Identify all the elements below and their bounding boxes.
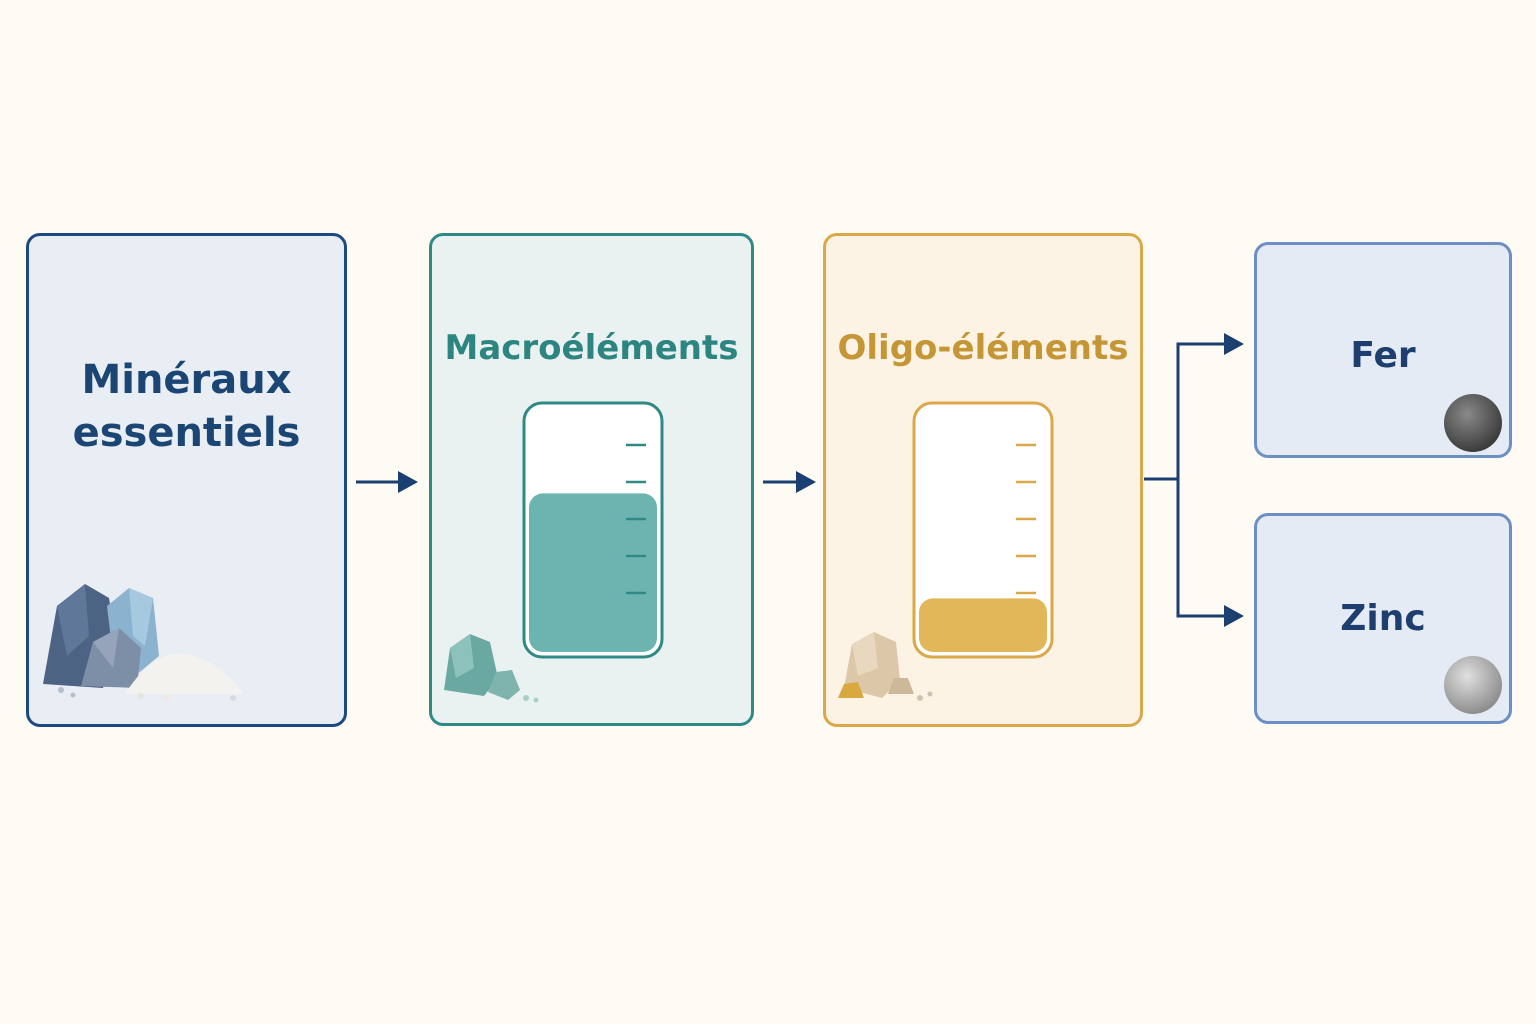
- zinc-sphere-icon: [1444, 656, 1502, 714]
- node-fer: Fer: [1254, 242, 1512, 458]
- connector-oligo-branch: [1176, 479, 1226, 618]
- node-title: Minéraux essentiels: [72, 357, 301, 456]
- teal-rocks-icon: [444, 634, 539, 703]
- beaker-fill: [529, 493, 657, 652]
- beaker-fill: [919, 598, 1047, 652]
- node-zinc: Zinc: [1254, 513, 1512, 724]
- arrowhead: [1224, 333, 1244, 355]
- node-title: Fer: [1350, 335, 1416, 376]
- node-mineraux-essentiels: Minéraux essentiels: [26, 233, 347, 727]
- rock-pile-icon: [43, 584, 243, 702]
- node-oligo-elements: Oligo-éléments: [823, 233, 1143, 727]
- node-title: Macroéléments: [444, 328, 739, 368]
- node-macroelements: Macroéléments: [429, 233, 754, 726]
- arrowhead: [1224, 605, 1244, 627]
- iron-sphere-icon: [1444, 394, 1502, 452]
- node-title: Zinc: [1340, 598, 1426, 639]
- beige-rocks-icon: [838, 632, 933, 701]
- beaker-icon: [522, 401, 664, 659]
- arrowhead: [398, 471, 418, 493]
- arrowhead: [796, 471, 816, 493]
- connector-oligo-branch: [1144, 342, 1226, 481]
- beaker-icon: [912, 401, 1054, 659]
- node-title: Oligo-éléments: [837, 328, 1129, 368]
